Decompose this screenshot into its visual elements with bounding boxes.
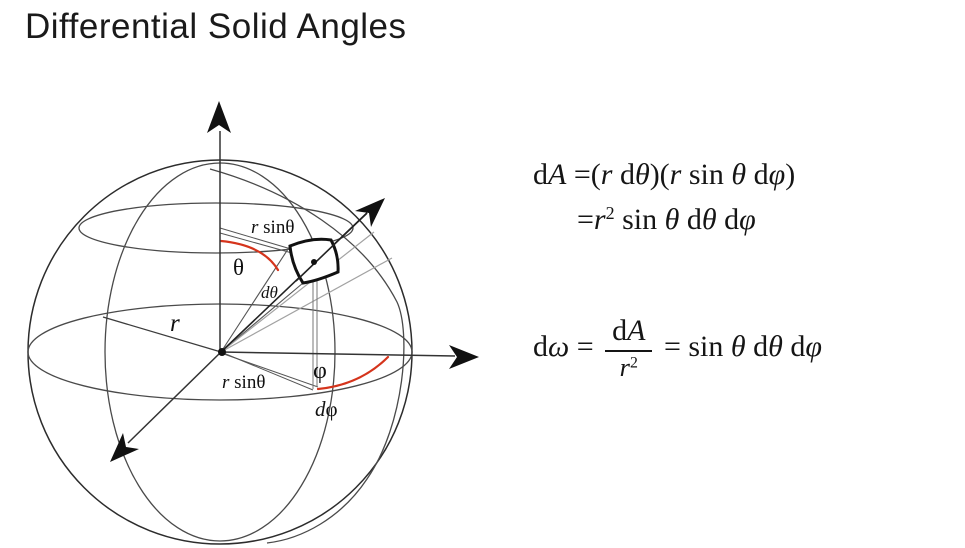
x-axis (220, 351, 456, 357)
dphi-edge-2 (220, 352, 319, 388)
fraction-denominator: r2 (619, 351, 638, 382)
lat-radius-line-1 (219, 227, 292, 250)
label-phi: φ (313, 358, 327, 384)
equation-domega-rhs: = sin θ dθ dφ (656, 330, 822, 364)
patch-center-dot (311, 259, 317, 265)
label-theta: θ (233, 255, 244, 280)
x-axis-arrowhead-icon (449, 345, 479, 369)
label-r: r (170, 310, 180, 337)
dtheta-edge-2 (220, 282, 304, 353)
equation-dA-line2: =r2 sin θ dθ dφ (577, 203, 756, 236)
latitude-circle (78, 202, 354, 254)
phi-arc (316, 355, 390, 391)
equation-domega-lhs: dω = (533, 330, 602, 364)
origin-dot (218, 348, 226, 356)
dtheta-edge-1 (220, 245, 291, 353)
patch-arrowhead-icon (355, 198, 385, 227)
equation-fraction: dA r2 (605, 315, 653, 382)
y-axis-arrowhead-icon (110, 433, 139, 462)
label-d-theta: dθ (261, 283, 278, 302)
lat-radius-line-2 (219, 232, 293, 254)
patch-ray-2 (220, 257, 393, 353)
z-axis-arrowhead-icon (207, 101, 231, 133)
patch-direction-line-overlay (295, 212, 368, 282)
meridian-through-patch (209, 168, 405, 544)
radius-line (102, 316, 222, 353)
theta-arc (219, 239, 280, 272)
y-axis (127, 351, 222, 444)
equation-dA-line1: dA =(r dθ)(r sin θ dφ) (533, 158, 796, 191)
fraction-numerator: dA (605, 315, 653, 352)
patch-ray-1 (220, 231, 375, 353)
slide-title: Differential Solid Angles (25, 7, 407, 46)
label-r-sin-theta-top: r sinθ (251, 217, 294, 238)
equation-domega: dω = dA r2 = sin θ dθ dφ (533, 314, 822, 382)
label-d-phi: dφ (315, 397, 338, 421)
label-r-sin-theta-bottom: r sinθ (222, 372, 265, 393)
